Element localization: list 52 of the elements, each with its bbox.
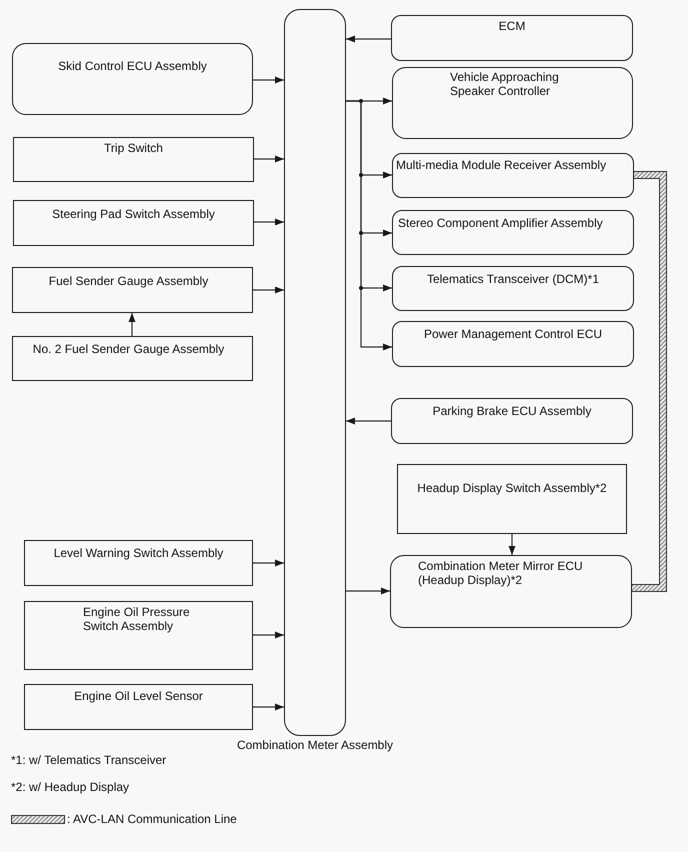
legend-label: : AVC-LAN Communication Line — [67, 812, 237, 826]
component-label: Headup Display Switch Assembly*2 — [416, 481, 608, 495]
component-box — [390, 555, 632, 628]
footnote: *1: w/ Telematics Transceiver — [11, 753, 166, 767]
component-label: Telematics Transceiver (DCM)*1 — [426, 272, 600, 286]
arrow — [346, 588, 390, 594]
component-box — [392, 210, 634, 255]
arrow — [253, 560, 284, 566]
component-box — [13, 137, 254, 182]
component-box — [392, 321, 634, 367]
component-label: No. 2 Fuel Sender Gauge Assembly — [32, 342, 226, 356]
arrow — [346, 418, 391, 424]
component-label: Combination Meter Mirror ECU (Headup Display)*2 — [418, 559, 584, 587]
component-label: Stereo Component Amplifier Assembly — [398, 216, 604, 230]
component-label: Engine Oil Level Sensor — [73, 689, 204, 703]
component-label: Steering Pad Switch Assembly — [51, 207, 216, 221]
arrow — [508, 534, 516, 555]
communication-line — [632, 171, 667, 592]
component-label: Fuel Sender Gauge Assembly — [48, 274, 210, 288]
component-label: Skid Control ECU Assembly — [57, 59, 208, 73]
component-label: ECM — [498, 19, 526, 33]
component-label: Level Warning Switch Assembly — [52, 546, 224, 560]
component-label: Multi-media Module Receiver Assembly — [396, 158, 608, 172]
component-box — [24, 601, 253, 670]
component-label: Trip Switch — [103, 141, 164, 155]
component-label: Engine Oil Pressure Switch Assembly — [83, 605, 191, 633]
component-box — [391, 398, 633, 444]
arrow — [254, 156, 284, 162]
component-box — [397, 464, 627, 534]
component-label: Power Management Control ECU — [422, 327, 604, 341]
arrow — [346, 100, 392, 350]
arrow — [128, 313, 136, 336]
arrow — [253, 632, 284, 638]
arrow — [346, 36, 391, 42]
component-label: Combination Meter Assembly — [236, 738, 394, 752]
component-box — [24, 684, 253, 730]
arrow — [253, 76, 284, 84]
component-box — [391, 15, 633, 61]
component-box — [13, 200, 254, 246]
component-box — [24, 540, 253, 586]
arrow — [253, 286, 284, 294]
component-box — [12, 267, 253, 313]
component-label: Parking Brake ECU Assembly — [432, 404, 592, 418]
component-box — [12, 43, 253, 115]
arrow — [254, 218, 284, 226]
arrow — [253, 704, 284, 710]
component-label: Vehicle Approaching Speaker Controller — [450, 70, 560, 98]
component-box — [12, 336, 253, 381]
footnote: *2: w/ Headup Display — [11, 780, 130, 794]
component-box — [392, 153, 634, 198]
component-box — [392, 67, 633, 139]
component-box — [392, 266, 634, 311]
